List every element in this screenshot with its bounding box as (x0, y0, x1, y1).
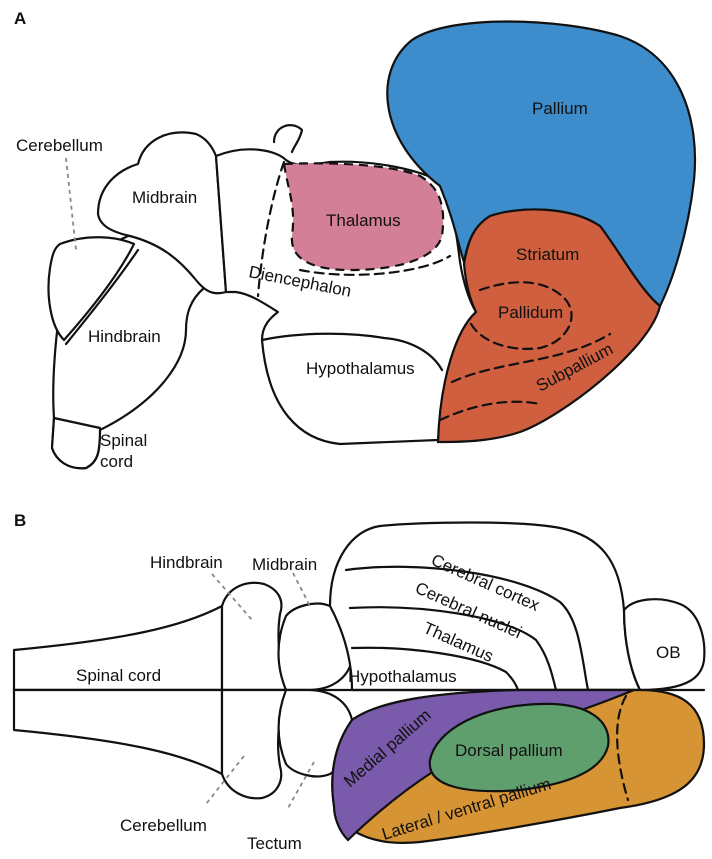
panel-b: B Midbrain Hindbrain Cerebral cortex Cer… (14, 511, 704, 853)
panel-a-label-midbrain: Midbrain (132, 188, 197, 207)
panel-a-label-pallium: Pallium (532, 99, 588, 118)
panel-a-letter: A (14, 9, 26, 28)
panel-b-label-ob: OB (656, 643, 681, 662)
panel-a-label-hindbrain: Hindbrain (88, 327, 161, 346)
panel-a-label-striatum: Striatum (516, 245, 579, 264)
panel-b-label-tectum: Tectum (247, 834, 302, 853)
panel-b-letter: B (14, 511, 26, 530)
panel-b-label-dorsal-pallium: Dorsal pallium (455, 741, 563, 760)
panel-a-label-spinal-cord-line2: cord (100, 452, 133, 471)
panel-a-label-pallidum: Pallidum (498, 303, 563, 322)
panel-a: A Pallium Cerebellum Midbrain Thalamus (14, 9, 695, 471)
panel-b-hindbrain-upper (222, 583, 286, 690)
panel-b-label-midbrain: Midbrain (252, 555, 317, 574)
panel-a-label-spinal-cord-line1: Spinal (100, 431, 147, 450)
panel-b-label-hindbrain: Hindbrain (150, 553, 223, 572)
panel-b-label-cerebellum: Cerebellum (120, 816, 207, 835)
panel-b-label-hypothalamus: Hypothalamus (348, 667, 457, 686)
panel-b-label-spinal-cord: Spinal cord (76, 666, 161, 685)
panel-a-label-hypothalamus: Hypothalamus (306, 359, 415, 378)
panel-b-hindbrain-lower (222, 690, 286, 798)
panel-b-spinal-cord-lower (14, 690, 222, 774)
panel-a-label-cerebellum: Cerebellum (16, 136, 103, 155)
panel-a-spinal-cord-region (52, 418, 100, 468)
panel-a-label-thalamus: Thalamus (326, 211, 401, 230)
